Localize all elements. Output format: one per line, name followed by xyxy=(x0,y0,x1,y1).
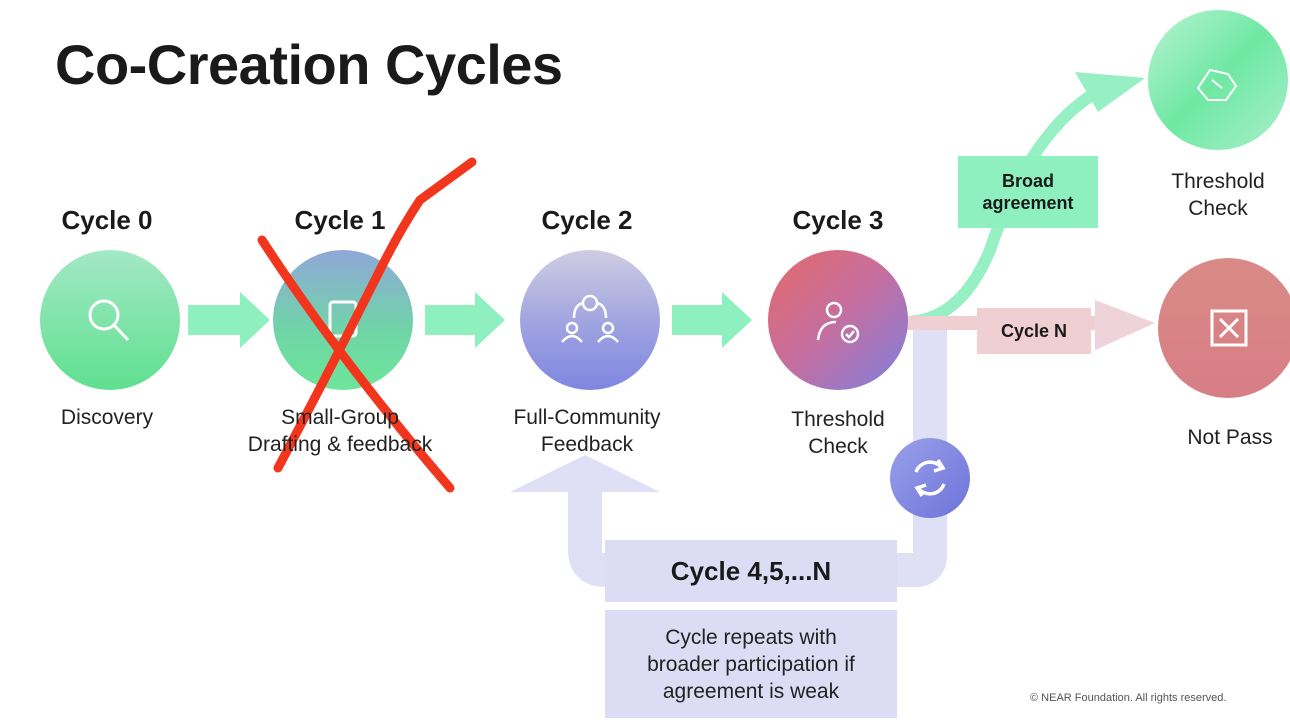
cycle-1-label: Cycle 1 xyxy=(294,205,386,235)
loop-description-line2: broader participation if xyxy=(647,653,855,676)
cycle-2-description: Full-Community Feedback xyxy=(447,404,727,458)
loop-arrowhead xyxy=(510,455,660,492)
loop-title: Cycle 4,5,...N xyxy=(670,556,832,586)
cycle-0-description: Discovery xyxy=(60,406,154,429)
loop-description-box xyxy=(605,610,897,718)
search-icon xyxy=(88,299,130,342)
cycle-0-label: Cycle 0 xyxy=(61,205,153,235)
cross-out-mark xyxy=(257,157,477,493)
cycle-2-description-line1: Full-Community xyxy=(513,406,661,429)
x-box-icon xyxy=(1210,309,1248,347)
cycle-2-label: Cycle 2 xyxy=(541,205,633,235)
community-icon xyxy=(561,294,619,343)
cycle-n-tag: Cycle N xyxy=(1000,321,1068,341)
user-check-icon xyxy=(816,301,860,344)
not-pass-circle xyxy=(1158,258,1290,398)
loop-description: Cycle repeats with broader participation… xyxy=(605,624,897,705)
broad-agreement-box xyxy=(958,156,1098,228)
broad-agreement-line2: agreement xyxy=(982,193,1074,213)
loop-description-line1: Cycle repeats with xyxy=(665,626,837,649)
cycle-1-circle xyxy=(273,250,413,390)
loop-title-box xyxy=(605,540,897,602)
cycle-3-label: Cycle 3 xyxy=(792,205,884,235)
copyright: © NEAR Foundation. All rights reserved. xyxy=(1030,692,1227,704)
pass-label-line2: Check xyxy=(1188,197,1248,220)
broad-agreement-tag: Broad agreement xyxy=(958,156,1098,228)
cycle-2-description-line2: Feedback xyxy=(540,433,634,456)
cycle-1-description-line2: Drafting & feedback xyxy=(247,433,433,456)
cycle-3-description-line2: Check xyxy=(808,435,868,458)
cycle-3-circle xyxy=(768,250,908,390)
cycle-3-description: Threshold Check xyxy=(698,406,978,460)
pass-arrow xyxy=(904,84,1104,328)
handshake-icon xyxy=(1196,68,1238,101)
cycle-1-description-line1: Small-Group xyxy=(281,406,399,429)
broad-agreement-line1: Broad xyxy=(1001,171,1054,191)
page-title: Co-Creation Cycles xyxy=(55,33,563,96)
refresh-icon xyxy=(914,459,946,497)
pass-circle xyxy=(1148,10,1288,150)
cycle-n-box xyxy=(977,308,1091,354)
cycle-2-circle xyxy=(520,250,660,390)
pass-label-line1: Threshold xyxy=(1171,170,1265,193)
refresh-circle xyxy=(890,438,970,518)
cycle-3-description-line1: Threshold xyxy=(791,408,885,431)
not-pass-label: Not Pass xyxy=(1187,426,1273,449)
pass-label: Threshold Check xyxy=(1078,168,1290,222)
cycle-1-description: Small-Group Drafting & feedback xyxy=(200,404,480,458)
flow-arrows xyxy=(188,292,752,348)
loop-description-line3: agreement is weak xyxy=(662,680,840,703)
cycle-0-circle xyxy=(40,250,180,390)
